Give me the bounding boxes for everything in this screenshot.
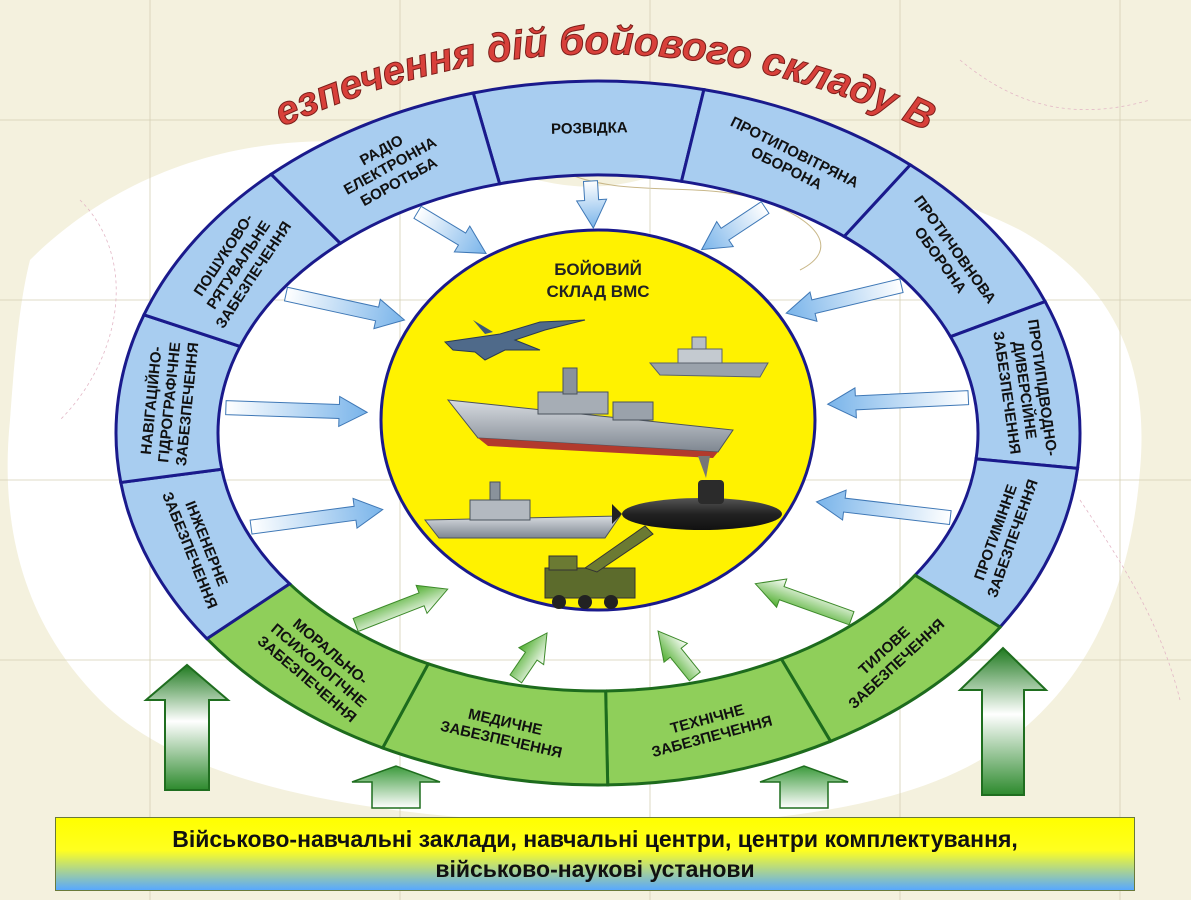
segment-ppo: ПРОТИПОВІТРЯНАОБОРОНА xyxy=(679,87,913,239)
arrow-mpz xyxy=(352,584,449,633)
arrow-pmz xyxy=(815,489,952,526)
segment-inzh: ІНЖЕНЕРНЕЗАБЕЗПЕЧЕННЯ xyxy=(119,467,293,641)
arrow-medychne xyxy=(509,632,548,684)
frigate-icon xyxy=(446,367,734,478)
arrow-rozvidka xyxy=(575,180,608,230)
segment-label: РОЗВІДКА xyxy=(551,119,628,138)
missile-launcher-icon xyxy=(544,525,654,609)
footer-line2: військово-наукові установи xyxy=(435,856,755,882)
submarine-icon xyxy=(612,480,782,530)
segment-medychne: МЕДИЧНЕЗАБЕЗПЕЧЕННЯ xyxy=(380,661,610,787)
arrow-poshuk xyxy=(283,286,406,330)
arrow-pcho xyxy=(785,278,904,322)
blue-arrows xyxy=(225,180,970,535)
small-arrow-right xyxy=(759,765,849,809)
segment-reb: РАДІОЕЛЕКТРОННАБОРОТЬБА xyxy=(268,91,502,246)
fighter-jet-icon xyxy=(443,319,586,361)
segment-rozvidka: РОЗВІДКА xyxy=(471,79,706,186)
arrow-ppo xyxy=(700,201,770,251)
combat-core: БОЙОВИЙ СКЛАД ВМС xyxy=(379,228,817,612)
big-arrow-right xyxy=(957,646,1049,796)
arrow-tylove xyxy=(754,578,855,626)
segment-shape xyxy=(268,91,502,246)
core-title-line2: СКЛАД ВМС xyxy=(546,282,649,301)
arrow-inzh xyxy=(249,497,384,535)
arrow-tekhnichne xyxy=(657,630,701,682)
big-arrow-left xyxy=(143,663,231,791)
corvette-icon xyxy=(423,481,621,539)
small-arrow-left xyxy=(351,765,441,809)
segment-label-line: РОЗВІДКА xyxy=(551,119,628,138)
arrow-navig xyxy=(225,395,369,428)
segment-pmz: ПРОТИМІННЕЗАБЕЗПЕЧЕННЯ xyxy=(912,457,1080,630)
arrow-ppdz xyxy=(826,387,970,419)
green-arrows xyxy=(352,578,855,684)
patrol-boat-icon xyxy=(648,336,769,378)
footer-banner: Військово-навчальні заклади, навчальні ц… xyxy=(55,817,1135,891)
arrow-reb xyxy=(413,205,487,254)
footer-line1: Військово-навчальні заклади, навчальні ц… xyxy=(172,826,1018,852)
core-title-line1: БОЙОВИЙ xyxy=(554,260,642,279)
